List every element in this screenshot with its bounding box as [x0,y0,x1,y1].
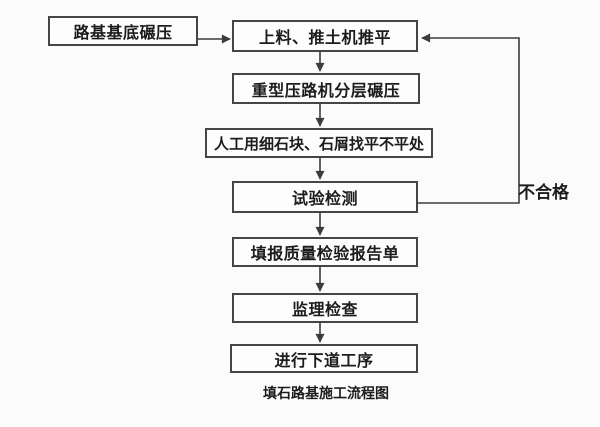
node-loading-bulldozer-leveling: 上料、推土机推平 [232,20,418,52]
node-proceed-next-procedure: 进行下道工序 [230,344,418,373]
diagram-caption: 填石路基施工流程图 [263,385,389,401]
fail-edge-label: 不合格 [518,183,569,202]
node-label: 路基基底碾压 [73,25,173,42]
node-label: 监理检查 [291,302,358,319]
node-roadbed-base-rolling: 路基基底碾压 [48,16,198,46]
node-label: 进行下道工序 [274,352,374,370]
node-test-inspection: 试验检测 [232,181,418,213]
node-label: 试验检测 [291,191,358,208]
node-manual-fine-leveling: 人工用细石块、石屑找平不平处 [205,128,433,158]
node-fill-quality-report: 填报质量检验报告单 [232,237,418,267]
node-label: 重型压路机分层碾压 [251,82,401,100]
node-label: 人工用细石块、石屑找平不平处 [213,135,424,153]
node-label: 填报质量检验报告单 [250,246,400,263]
node-supervisor-inspection: 监理检查 [232,293,418,323]
node-label: 上料、推土机推平 [258,30,391,47]
node-heavy-roller-layered-rolling: 重型压路机分层碾压 [232,73,420,104]
edge-fail-feedback [418,33,520,204]
